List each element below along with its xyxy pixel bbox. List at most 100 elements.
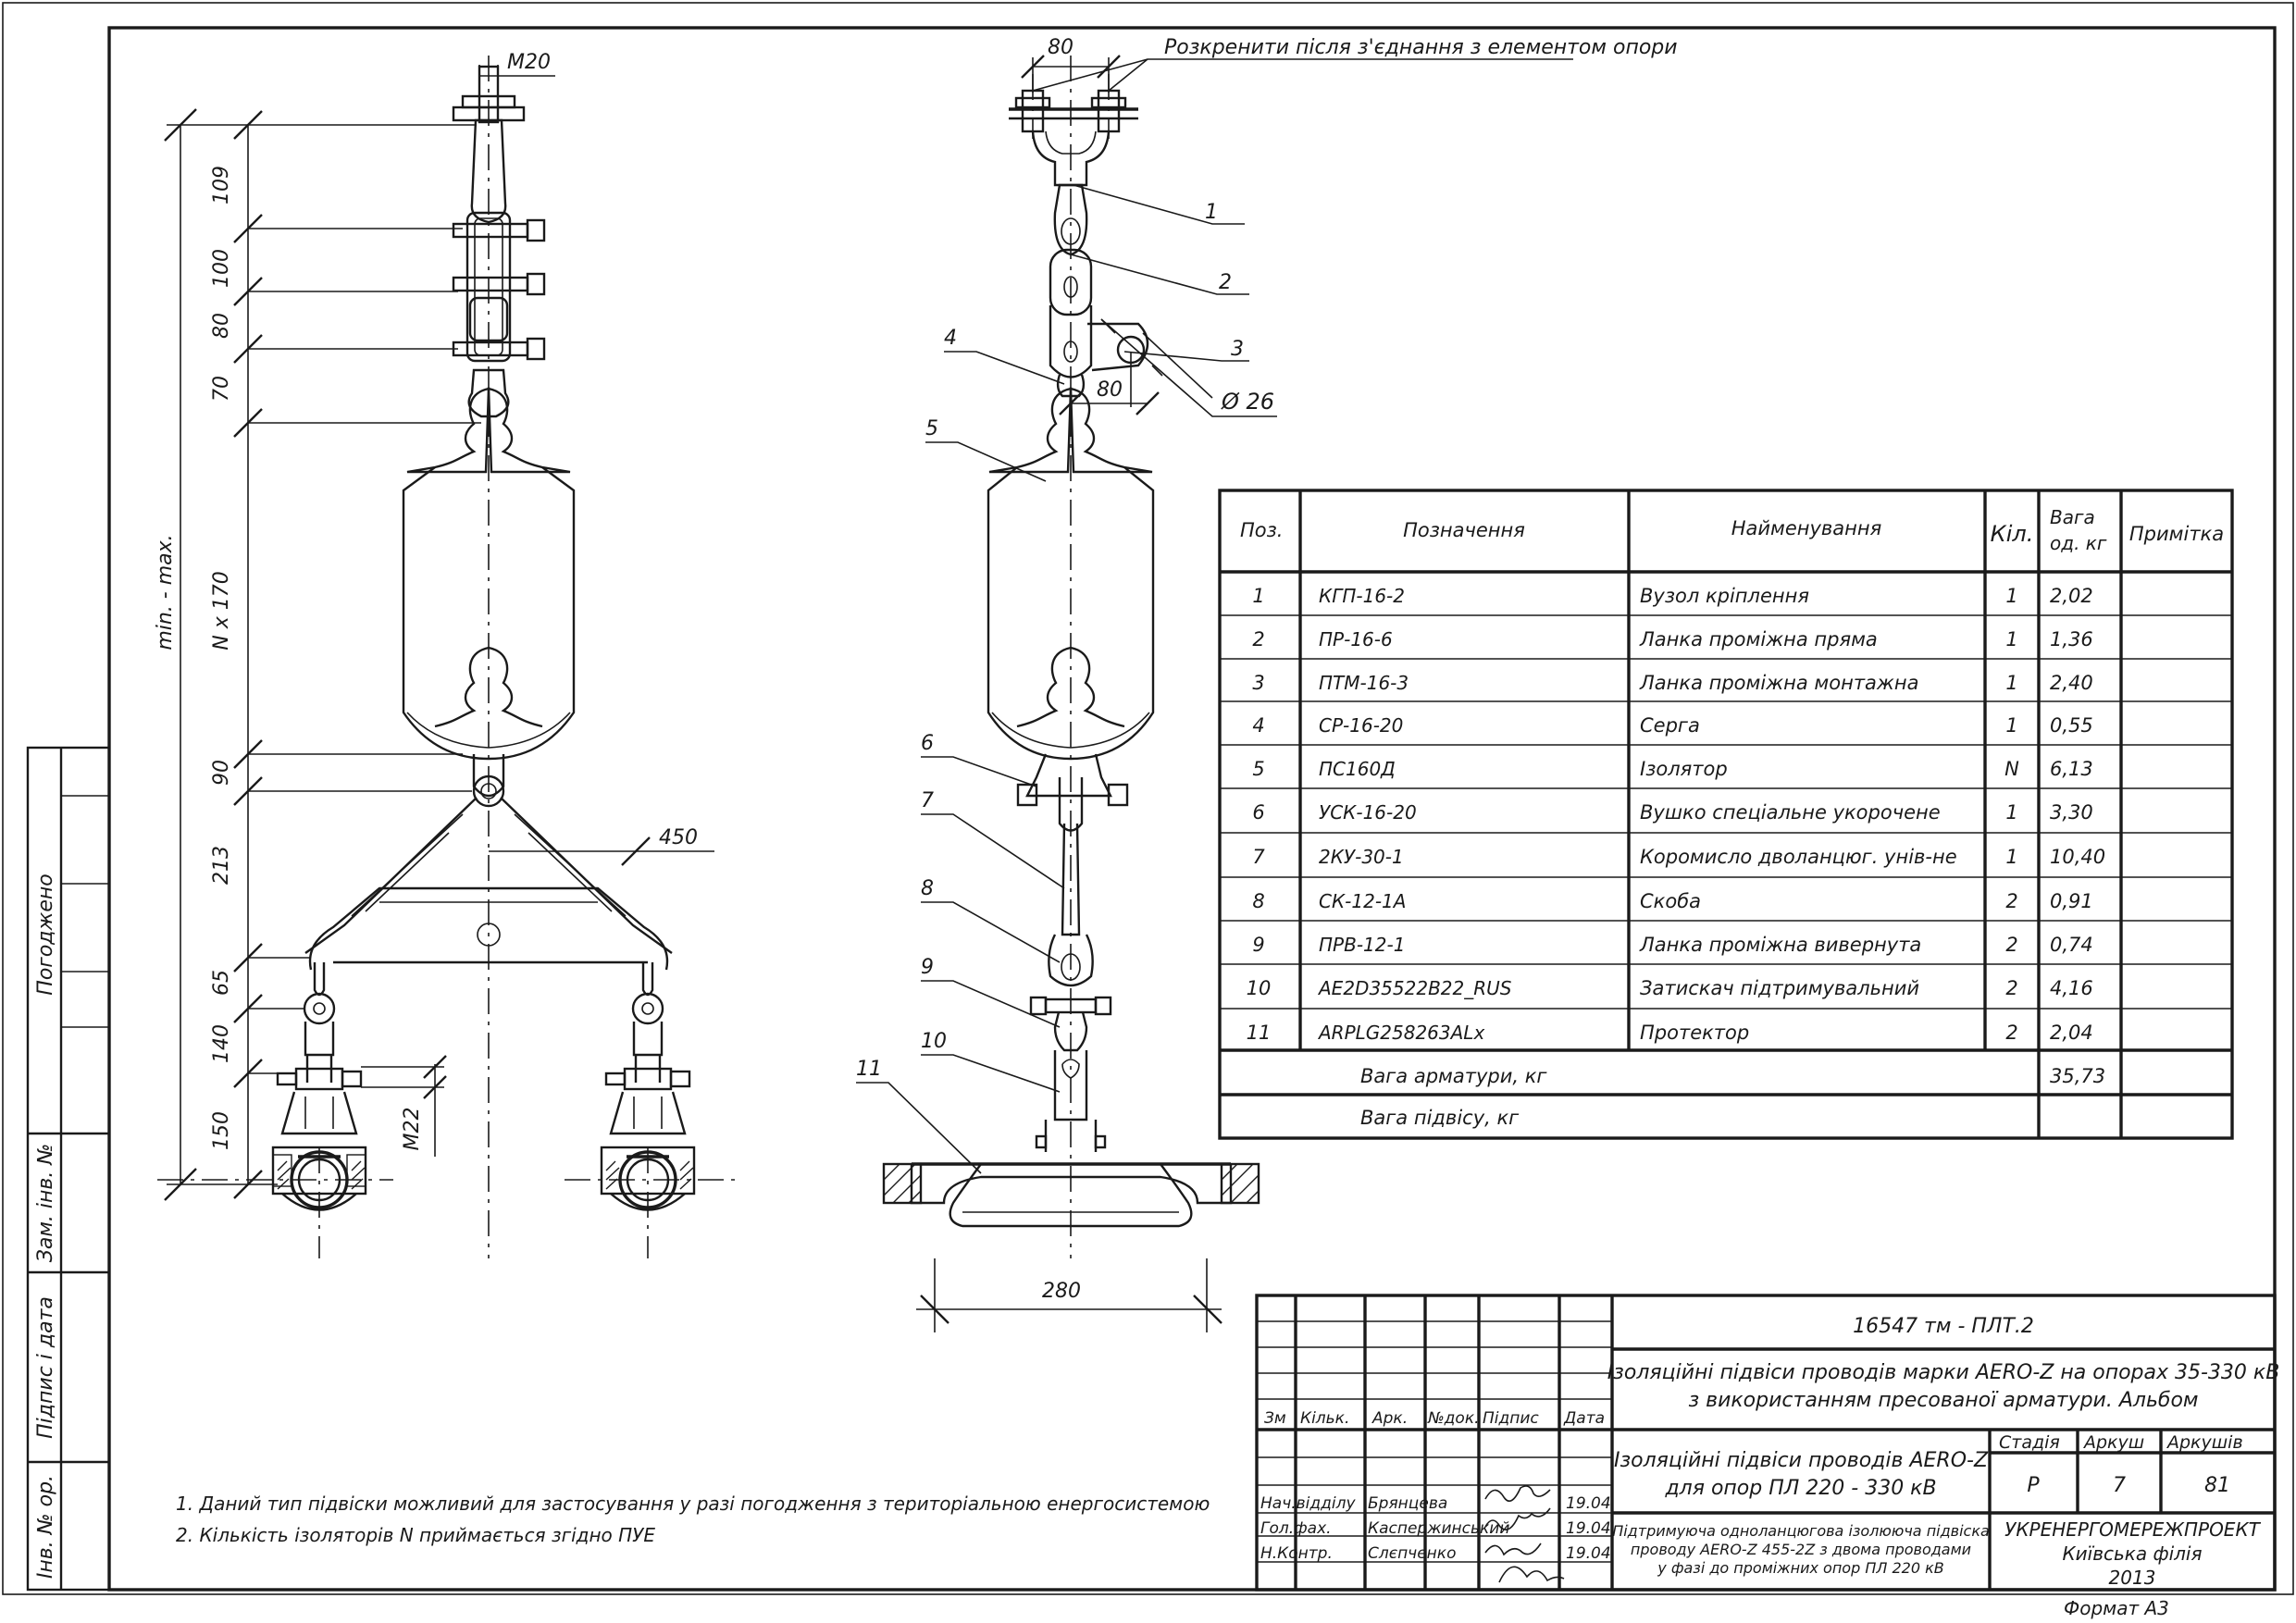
table-cell-qty: 2	[2005, 934, 2017, 956]
th-weight-1: Вага	[2050, 506, 2095, 528]
callout-6: 6	[921, 732, 934, 755]
desc-line-3: у фазі до проміжних опор ПЛ 220 кВ	[1657, 1559, 1943, 1577]
stage-label: Стадія	[1999, 1432, 2060, 1453]
table-cell-weight: 4,16	[2050, 977, 2093, 999]
table-cell-designation: ПР-16-6	[1319, 628, 1393, 650]
dim-109: 109	[210, 166, 233, 204]
table-cell-designation: ПРВ-12-1	[1319, 934, 1405, 956]
table-cell-pos: 8	[1252, 890, 1264, 912]
strip-replace-inv: Зам. інв. №	[34, 1144, 57, 1263]
org-year: 2013	[2109, 1567, 2156, 1589]
callout-2: 2	[1219, 271, 1232, 294]
dim-140: 140	[210, 1024, 233, 1063]
table-cell-pos: 11	[1247, 1022, 1272, 1044]
table-cell-designation: УСК-16-20	[1319, 801, 1417, 824]
dim-280: 280	[1042, 1280, 1081, 1303]
table-cell-qty: 2	[2005, 1022, 2017, 1044]
th-note: Примітка	[2129, 523, 2224, 545]
doc-title-line-2: з використанням пресованої арматури. Аль…	[1688, 1389, 2198, 1412]
sum-suspension-label: Вага підвісу, кг	[1360, 1107, 1520, 1129]
callout-5: 5	[925, 417, 938, 440]
table-cell-pos: 7	[1252, 846, 1265, 868]
role-2-name: Каспержинський	[1368, 1519, 1509, 1538]
table-cell-name: Серга	[1640, 714, 1700, 737]
callout-7: 7	[921, 789, 934, 812]
dim-m22: M22	[401, 1108, 424, 1151]
table-cell-weight: 0,91	[2050, 890, 2093, 912]
sheet-value: 7	[2113, 1474, 2126, 1497]
table-cell-weight: 6,13	[2050, 758, 2093, 780]
table-cell-qty: 2	[2005, 977, 2017, 999]
sheet-title-line-2: для опор ПЛ 220 - 330 кВ	[1664, 1477, 1936, 1500]
callout-9: 9	[921, 956, 934, 979]
role-1: Нач.відділу	[1260, 1494, 1356, 1513]
strip-sign-date: Підпис і дата	[34, 1296, 57, 1439]
th-qty: Кіл.	[1991, 521, 2034, 547]
sum-fittings-label: Вага арматури, кг	[1360, 1065, 1547, 1087]
dim-n-x-170: N x 170	[210, 571, 233, 650]
dim-80: 80	[210, 313, 233, 339]
table-cell-pos: 9	[1252, 934, 1264, 956]
table-cell-name: Ізолятор	[1640, 758, 1728, 780]
table-cell-pos: 4	[1252, 714, 1264, 737]
callout-4: 4	[944, 327, 957, 350]
desc-line-2: проводу AERO-Z 455-2Z з двома проводами	[1631, 1541, 1971, 1558]
rev-head-sheet: Арк.	[1371, 1409, 1408, 1428]
role-3: Н.Контр.	[1260, 1544, 1333, 1563]
dim-70: 70	[210, 376, 233, 402]
dim-150: 150	[210, 1111, 233, 1150]
rev-head-doc: №док.	[1427, 1409, 1480, 1428]
left-margin-strip: Погоджено Зам. інв. № Підпис і дата Інв.…	[26, 746, 111, 1592]
note-1: 1. Даний тип підвіски можливий для засто…	[176, 1493, 1210, 1515]
dim-min-max: min. - max.	[154, 534, 177, 650]
table-cell-name: Ланка проміжна вивернута	[1639, 934, 1921, 956]
table-cell-designation: СР-16-20	[1319, 714, 1403, 737]
table-cell-designation: СК-12-1А	[1319, 890, 1406, 912]
dim-450: 450	[659, 826, 698, 849]
table-cell-name: Затискач підтримувальний	[1640, 977, 1919, 999]
callout-1: 1	[1205, 201, 1218, 224]
dim-dia-26: Ø 26	[1221, 389, 1274, 415]
desc-line-1: Підтримуюча одноланцюгова ізолююча підві…	[1612, 1522, 1990, 1540]
callout-8: 8	[921, 877, 934, 900]
table-cell-designation: 2КУ-30-1	[1319, 846, 1404, 868]
table-cell-qty: 1	[2005, 714, 2017, 737]
dim-side-80-top: 80	[1048, 36, 1074, 59]
note-2: 2. Кількість ізоляторів N приймається зг…	[176, 1524, 655, 1546]
table-cell-weight: 3,30	[2050, 801, 2093, 824]
table-cell-weight: 2,04	[2050, 1022, 2093, 1044]
table-cell-name: Ланка проміжна пряма	[1639, 628, 1878, 650]
sheets-label: Аркушів	[2166, 1432, 2243, 1453]
table-cell-pos: 3	[1252, 672, 1264, 694]
sheet-frame	[2, 2, 2294, 1595]
table-cell-name: Вузол кріплення	[1640, 585, 1809, 607]
table-cell-name: Скоба	[1640, 890, 1701, 912]
dim-90: 90	[210, 760, 233, 786]
th-designation: Позначення	[1403, 519, 1525, 541]
role-3-date: 19.04	[1566, 1544, 1611, 1563]
table-cell-pos: 5	[1252, 758, 1264, 780]
strip-orig-inv: Інв. № ор.	[34, 1475, 57, 1579]
table-cell-weight: 0,74	[2050, 934, 2093, 956]
table-cell-name: Коромисло дволанцюг. унів-не	[1640, 846, 1957, 868]
callout-10: 10	[921, 1030, 947, 1053]
table-cell-weight: 10,40	[2050, 846, 2105, 868]
table-cell-qty: 1	[2005, 801, 2017, 824]
front-view-assembly: M20 109 100 80 70 N x 170 min. - max. 90…	[154, 51, 736, 1258]
table-cell-qty: 2	[2005, 890, 2017, 912]
table-cell-weight: 2,02	[2050, 585, 2093, 607]
dim-213: 213	[210, 846, 233, 885]
table-cell-qty: 1	[2005, 585, 2017, 607]
front-right-clamp	[600, 962, 696, 1211]
doc-code: 16547 тм - ПЛТ.2	[1853, 1315, 2034, 1338]
dim-65: 65	[210, 970, 233, 996]
strip-agreed: Погоджено	[34, 873, 57, 995]
th-pos: Поз.	[1240, 519, 1283, 541]
table-cell-pos: 2	[1252, 628, 1264, 650]
table-cell-designation: КГП-16-2	[1319, 585, 1405, 607]
table-cell-qty: 1	[2005, 672, 2017, 694]
dim-side-80-mid: 80	[1097, 378, 1123, 402]
